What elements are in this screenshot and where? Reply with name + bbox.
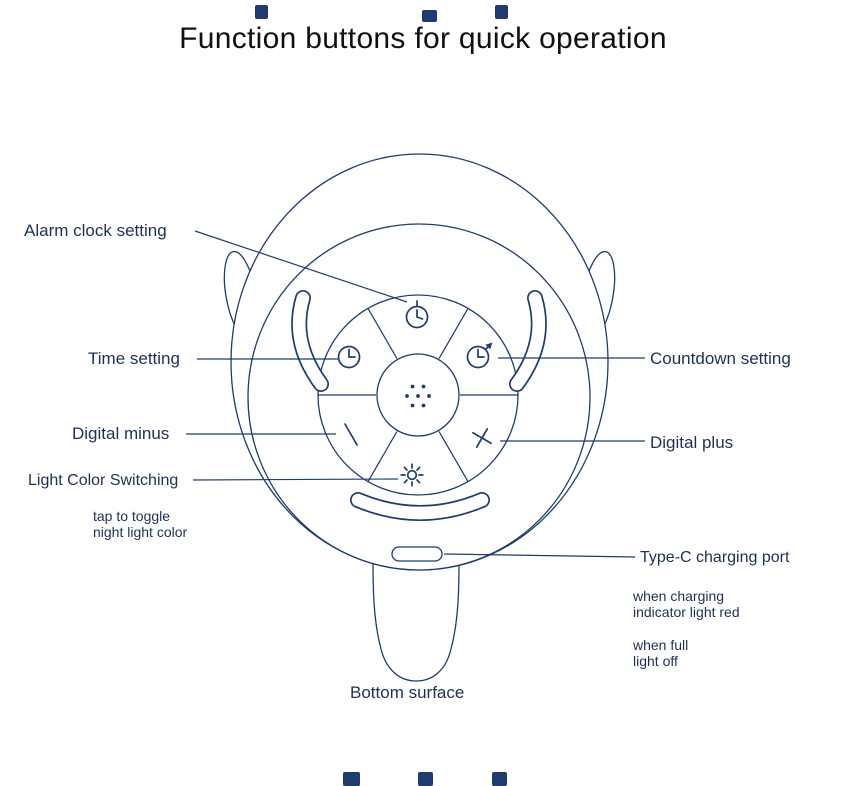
label-typec-charging-port: Type-C charging port [640, 549, 790, 566]
label-countdown-setting: Countdown setting [650, 349, 791, 368]
speaker-dots [405, 384, 431, 408]
note-when-full-line2: light off [633, 653, 678, 669]
label-alarm-clock-setting: Alarm clock setting [24, 221, 167, 240]
pad-dividers [318, 308, 518, 482]
leader-typec [443, 553, 636, 558]
note-when-charging-line2: indicator light red [633, 604, 740, 620]
edge-artifacts [255, 5, 508, 786]
plus-icon [472, 428, 492, 448]
note-when-full-line1: when full [633, 637, 689, 653]
edge-artifact [422, 10, 437, 22]
grip-slot-bottom [350, 492, 490, 521]
leader-lines [186, 230, 645, 558]
leader-alarm [194, 230, 408, 303]
grip-slot-left [291, 290, 329, 392]
base-stem [372, 563, 460, 682]
arrow-head [485, 342, 493, 350]
edge-artifact [418, 772, 433, 786]
note-light-toggle-line2: night light color [93, 524, 188, 540]
note-when-full: when full light off [633, 637, 688, 669]
edge-artifact [255, 5, 268, 19]
note-when-charging-line1: when charging [633, 588, 725, 604]
clock-icon [337, 345, 361, 369]
edge-artifact [492, 772, 507, 786]
note-light-toggle: tap to toggle night light color [93, 508, 187, 540]
label-bottom-surface: Bottom surface [350, 683, 465, 702]
sun-icon [400, 463, 424, 487]
usb-c-port-icon [391, 546, 443, 562]
leader-light [192, 478, 399, 481]
note-when-charging: when charging indicator light red [633, 588, 740, 620]
grip-slot-right [509, 290, 547, 392]
label-digital-minus: Digital minus [72, 424, 170, 443]
label-light-color-switching: Light Color Switching [28, 472, 179, 489]
countdown-timer-icon [466, 342, 493, 369]
alarm-clock-icon [405, 300, 429, 329]
edge-artifact [343, 772, 360, 786]
page-title: Function buttons for quick operation [179, 22, 667, 55]
edge-artifact [495, 5, 508, 19]
minus-icon [344, 423, 358, 446]
note-light-toggle-line1: tap to toggle [93, 508, 171, 524]
label-digital-plus: Digital plus [650, 433, 734, 452]
label-time-setting: Time setting [88, 349, 180, 368]
